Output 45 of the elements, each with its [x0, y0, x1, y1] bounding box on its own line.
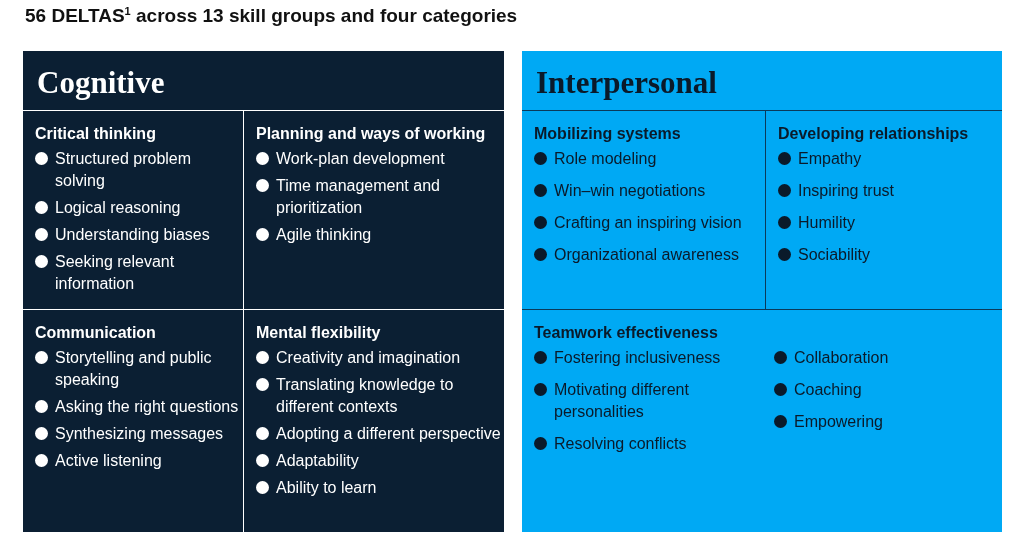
bullet-item: Storytelling and public speaking	[35, 347, 243, 391]
bullet-item: Ability to learn	[256, 477, 504, 499]
skill-group-cell	[243, 309, 504, 532]
bullet-item: Win–win negotiations	[534, 180, 765, 202]
bullet-item: Work-plan development	[256, 148, 504, 170]
bullet-item: Coaching	[774, 379, 994, 401]
chart-title: 56 DELTAS$^{1}$ across 13 skill groups and four categories	[25, 5, 518, 28]
bullet-item: Active listening	[35, 450, 243, 472]
group-heading: Teamwork effectiveness	[534, 324, 719, 342]
skill-group-cell	[243, 110, 504, 309]
bullet-item: Motivating different personalities	[534, 379, 754, 423]
bullet-item: Adaptability	[256, 450, 504, 472]
bullet-item: Empathy	[778, 148, 1002, 170]
bullet-item: Collaboration	[774, 347, 994, 369]
bullet-item: Crafting an inspiring vision	[534, 212, 765, 234]
bullet-item: Humility	[778, 212, 1002, 234]
group-heading: Mobilizing systems	[534, 125, 682, 143]
bullet-item: Seeking relevant information	[35, 251, 243, 295]
group-heading: Communication	[35, 324, 157, 342]
bullet-item: Creativity and imagination	[256, 347, 504, 369]
panel-heading: Cognitive	[37, 65, 165, 101]
panel-heading: Interpersonal	[536, 65, 717, 101]
category-panel	[23, 51, 504, 532]
bullet-item: Structured problem solving	[35, 148, 243, 192]
bullet-item: Role modeling	[534, 148, 765, 170]
bullet-item: Resolving conflicts	[534, 433, 754, 455]
bullet-item: Organizational awareness	[534, 244, 765, 266]
bullet-item: Synthesizing messages	[35, 423, 243, 445]
group-heading: Developing relationships	[778, 125, 970, 143]
bullet-item: Inspiring trust	[778, 180, 1002, 202]
skill-group-cell	[765, 110, 1002, 309]
bullet-item: Adopting a different perspective	[256, 423, 504, 445]
group-heading: Critical thinking	[35, 125, 157, 143]
bullet-item: Understanding biases	[35, 224, 243, 246]
category-panel	[522, 51, 1002, 532]
bullet-item: Sociability	[778, 244, 1002, 266]
bullet-item: Time management and prioritization	[256, 175, 504, 219]
bullet-item: Asking the right questions	[35, 396, 243, 418]
bullet-item: Logical reasoning	[35, 197, 243, 219]
group-heading: Planning and ways of working	[256, 125, 487, 143]
group-heading: Mental flexibility	[256, 324, 382, 342]
bullet-item: Empowering	[774, 411, 994, 433]
bullet-item: Agile thinking	[256, 224, 504, 246]
bullet-item: Translating knowledge to different contexts	[256, 374, 504, 418]
bullet-item: Fostering inclusiveness	[534, 347, 754, 369]
